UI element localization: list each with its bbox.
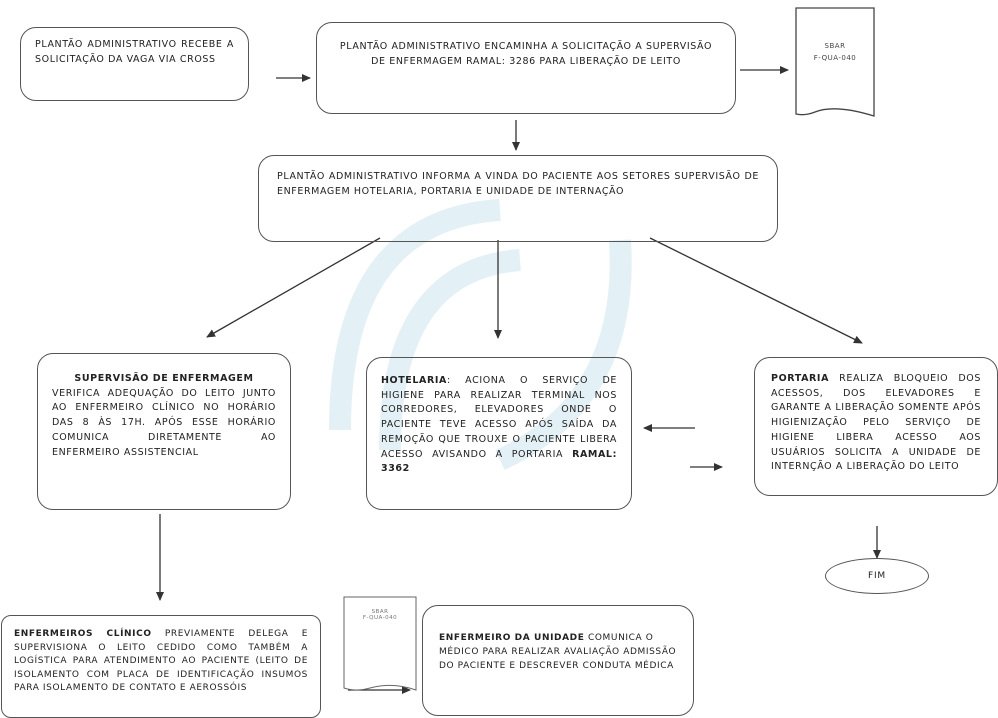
hotelaria-title: HOTELARIA [381,375,448,386]
box-recebe-solicitacao: PLANTÃO ADMINISTRATIVO RECEBE A SOLICITA… [20,27,249,101]
sbar-bottom-line2: F-QUA-040 [362,615,398,621]
sbar-document-top [795,7,875,117]
portaria-text: REALIZA BLOQUEIO DOS ACESSOS, DOS ELEVAD… [771,373,981,473]
box-encaminha-text: PLANTÃO ADMINISTRATIVO ENCAMINHA A SOLIC… [339,41,713,67]
box-enfermeiro-unidade: ENFERMEIRO DA UNIDADE COMUNICA O MÉDICO … [422,605,694,716]
supervisao-text: VERIFICA ADEQUAÇÃO DO LEITO JUNTO AO ENF… [52,387,276,458]
clinico-title: ENFERMEIROS CLÍNICO [14,629,152,639]
arrow-informa-supervisao [206,237,381,338]
hotelaria-ramal: RAMAL: 3362 [381,448,617,475]
hotelaria-text: : ACIONA O SERVIÇO DE HIGIENE PARA REALI… [381,375,617,460]
supervisao-title: SUPERVISÃO DE ENFERMAGEM [74,373,254,384]
unidade-title: ENFERMEIRO DA UNIDADE [439,633,585,643]
end-label: FIM [868,571,886,581]
box-informa-text: PLANTÃO ADMINISTRATIVO INFORMA A VINDA D… [277,171,759,197]
box-enfermeiros-clinico: ENFERMEIROS CLÍNICO PREVIAMENTE DELEGA E… [1,615,321,718]
sbar-label-top: SBAR F-QUA-040 [796,42,874,62]
sbar-label-bottom: SBAR F-QUA-040 [344,609,416,621]
sbar-top-line1: SBAR [824,42,846,50]
sbar-bottom-line1: SBAR [371,609,389,615]
clinico-text: PREVIAMENTE DELEGA E SUPERVISIONA O LEIT… [14,629,308,693]
box-encaminha-solicitacao: PLANTÃO ADMINISTRATIVO ENCAMINHA A SOLIC… [316,22,736,114]
box-hotelaria: HOTELARIA: ACIONA O SERVIÇO DE HIGIENE P… [366,357,632,510]
box-supervisao-enfermagem: SUPERVISÃO DE ENFERMAGEM VERIFICA ADEQUA… [37,353,291,510]
sbar-top-line2: F-QUA-040 [813,54,857,62]
portaria-title: PORTARIA [771,373,830,384]
box-informa-vinda: PLANTÃO ADMINISTRATIVO INFORMA A VINDA D… [258,155,778,242]
arrow-informa-portaria [649,237,863,344]
box-recebe-text: PLANTÃO ADMINISTRATIVO RECEBE A SOLICITA… [35,39,234,65]
unidade-text: COMUNICA O MÉDICO PARA REALIZAR AVALIAÇÃ… [439,633,677,671]
end-terminator: FIM [825,558,929,594]
box-portaria: PORTARIA REALIZA BLOQUEIO DOS ACESSOS, D… [754,357,998,496]
